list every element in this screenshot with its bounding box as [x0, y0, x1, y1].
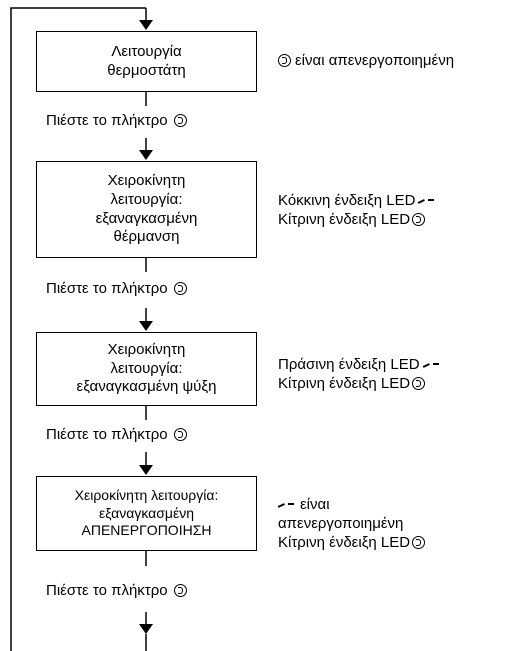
box-line: Λειτουργία	[111, 42, 182, 60]
note-line: Κόκκινη ένδειξη LED	[278, 192, 416, 209]
box-line: εξαναγκασμένη	[95, 209, 198, 227]
note-line: Κίτρινη ένδειξη LED	[278, 374, 411, 392]
note-line: Πράσινη ένδειξη LED	[278, 356, 420, 373]
box-line: Χειροκίνητη	[107, 340, 186, 358]
note-forced-heating: Κόκκινη ένδειξη LED Κίτρινη ένδειξη LED	[278, 192, 435, 230]
arrow-down-icon	[139, 624, 153, 634]
note-thermostat: είναι απενεργοποιημένη	[278, 52, 454, 71]
state-box-forced-cooling: Χειροκίνητη λειτουργία: εξαναγκασμένη ψύ…	[36, 332, 257, 406]
press-button-step-4: Πιέστε το πλήκτρο	[46, 582, 187, 599]
box-line: εξαναγκασμένη	[99, 504, 194, 521]
box-line: Χειροκίνητη	[107, 172, 186, 189]
switch-contact-icon	[423, 359, 439, 369]
mode-button-icon	[173, 584, 187, 597]
mode-button-icon	[412, 376, 426, 390]
state-box-forced-heating: Χειροκίνητη λειτουργία: εξαναγκασμένη θέ…	[36, 161, 257, 258]
arrow-down-icon	[139, 465, 153, 475]
press-button-step-3: Πιέστε το πλήκτρο	[46, 426, 187, 443]
note-line: Κίτρινη ένδειξη LED	[278, 210, 411, 228]
box-line: ΑΠΕΝΕΡΓΟΠΟΙΗΣΗ	[81, 522, 212, 539]
press-label: Πιέστε το πλήκτρο	[46, 582, 168, 599]
arrow-down-icon	[139, 150, 153, 160]
switch-contact-icon	[418, 195, 435, 205]
loop-back-line	[10, 7, 146, 651]
box-line: λειτουργία:	[110, 359, 183, 377]
press-button-step-2: Πιέστε το πλήκτρο	[46, 280, 187, 297]
mode-button-icon	[412, 212, 426, 226]
note-line: είναι απενεργοποιημένη	[295, 52, 455, 69]
box-line: λειτουργία:	[110, 190, 183, 208]
box-line: θέρμανση	[113, 228, 180, 246]
note-forced-off: είναι απενεργοποιημένη Κίτρινη ένδειξη L…	[278, 496, 426, 552]
mode-button-icon	[173, 428, 187, 441]
mode-button-icon	[412, 535, 426, 549]
state-box-thermostat: Λειτουργία θερμοστάτη	[36, 31, 257, 92]
note-line: είναι	[300, 496, 330, 513]
mode-button-icon	[173, 282, 187, 295]
note-line: απενεργοποιημένη	[278, 514, 404, 532]
note-forced-cooling: Πράσινη ένδειξη LED Κίτρινη ένδειξη LED	[278, 356, 439, 394]
box-line: εξαναγκασμένη ψύξη	[76, 378, 217, 396]
arrow-down-icon	[139, 20, 153, 30]
mode-button-icon	[173, 114, 187, 127]
box-line: θερμοστάτη	[107, 61, 186, 79]
state-box-forced-off: Χειροκίνητη λειτουργία: εξαναγκασμένη ΑΠ…	[36, 476, 257, 551]
mode-button-icon	[278, 54, 291, 67]
box-line: Χειροκίνητη λειτουργία:	[74, 487, 219, 504]
note-line: Κίτρινη ένδειξη LED	[278, 533, 411, 551]
press-label: Πιέστε το πλήκτρο	[46, 280, 168, 297]
press-button-step-1: Πιέστε το πλήκτρο	[46, 112, 187, 129]
switch-contact-icon	[278, 499, 294, 509]
arrow-down-icon	[139, 321, 153, 331]
press-label: Πιέστε το πλήκτρο	[46, 426, 168, 443]
press-label: Πιέστε το πλήκτρο	[46, 112, 168, 129]
